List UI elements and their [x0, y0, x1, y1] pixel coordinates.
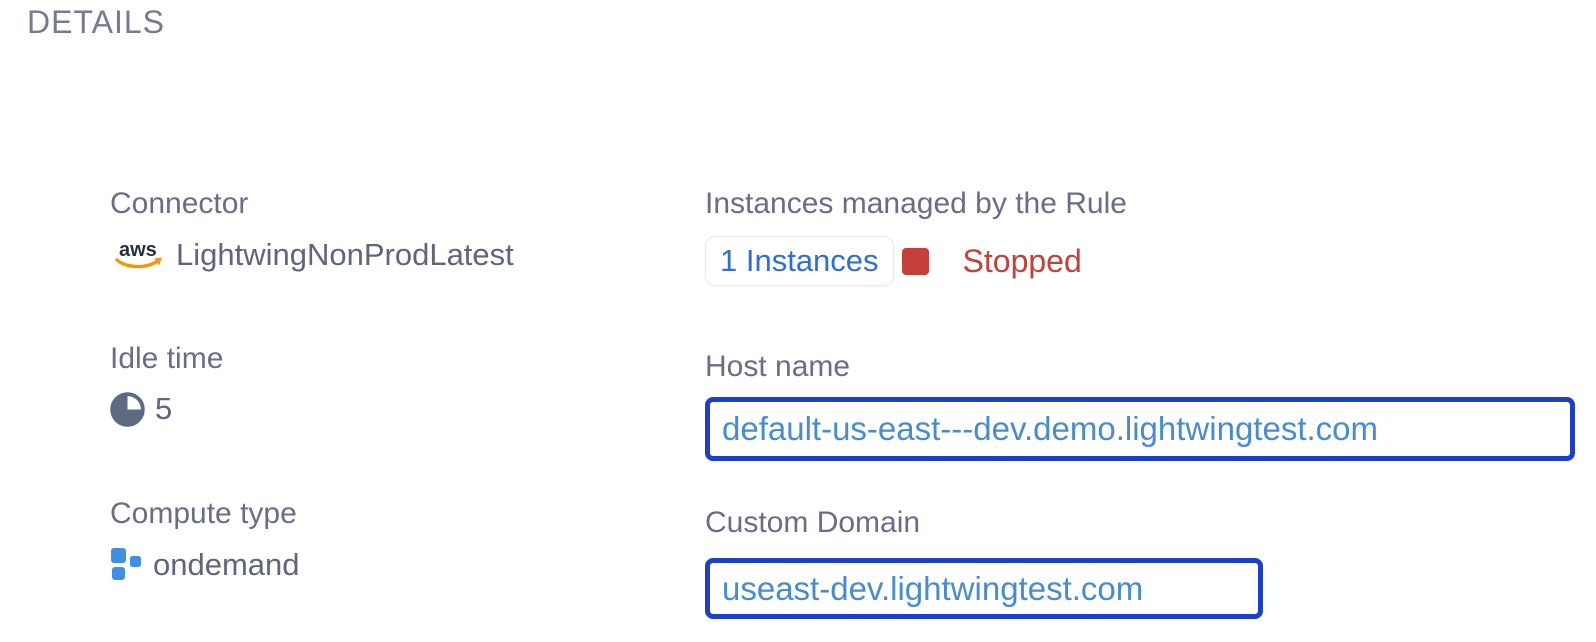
- connector-label: Connector: [110, 187, 249, 220]
- custom-domain-field: Custom Domain useast-dev.lightwingtest.c…: [705, 505, 1263, 619]
- idle-time-label: Idle time: [110, 342, 224, 375]
- idle-time-pie-icon: [110, 391, 145, 427]
- connector-field: Connector aws LightwingNonProdLatest: [110, 186, 514, 274]
- aws-icon: aws: [110, 236, 166, 274]
- idle-time-field: Idle time 5: [110, 341, 223, 427]
- compute-type-field: Compute type ondemand: [110, 496, 300, 583]
- connector-value: LightwingNonProdLatest: [176, 237, 514, 272]
- stopped-status-square-icon: [901, 247, 929, 275]
- svg-text:aws: aws: [119, 239, 157, 261]
- instances-label: Instances managed by the Rule: [705, 187, 1127, 220]
- instances-count-link[interactable]: 1 Instances: [705, 236, 894, 286]
- host-name-link[interactable]: default-us-east---dev.demo.lightwingtest…: [705, 397, 1575, 461]
- custom-domain-link[interactable]: useast-dev.lightwingtest.com: [705, 558, 1263, 619]
- idle-time-value: 5: [155, 391, 173, 426]
- custom-domain-value: useast-dev.lightwingtest.com: [722, 569, 1144, 607]
- host-name-field: Host name default-us-east---dev.demo.lig…: [705, 349, 1575, 461]
- compute-type-squares-icon: [110, 546, 143, 583]
- compute-type-label: Compute type: [110, 497, 297, 530]
- host-name-value: default-us-east---dev.demo.lightwingtest…: [722, 410, 1379, 447]
- stopped-status-label: Stopped: [962, 242, 1082, 279]
- instances-field: Instances managed by the Rule 1 Instance…: [705, 186, 1127, 286]
- panel-title: DETAILS: [27, 4, 165, 40]
- compute-type-value: ondemand: [153, 546, 300, 582]
- custom-domain-label: Custom Domain: [705, 506, 921, 539]
- host-name-label: Host name: [705, 350, 851, 383]
